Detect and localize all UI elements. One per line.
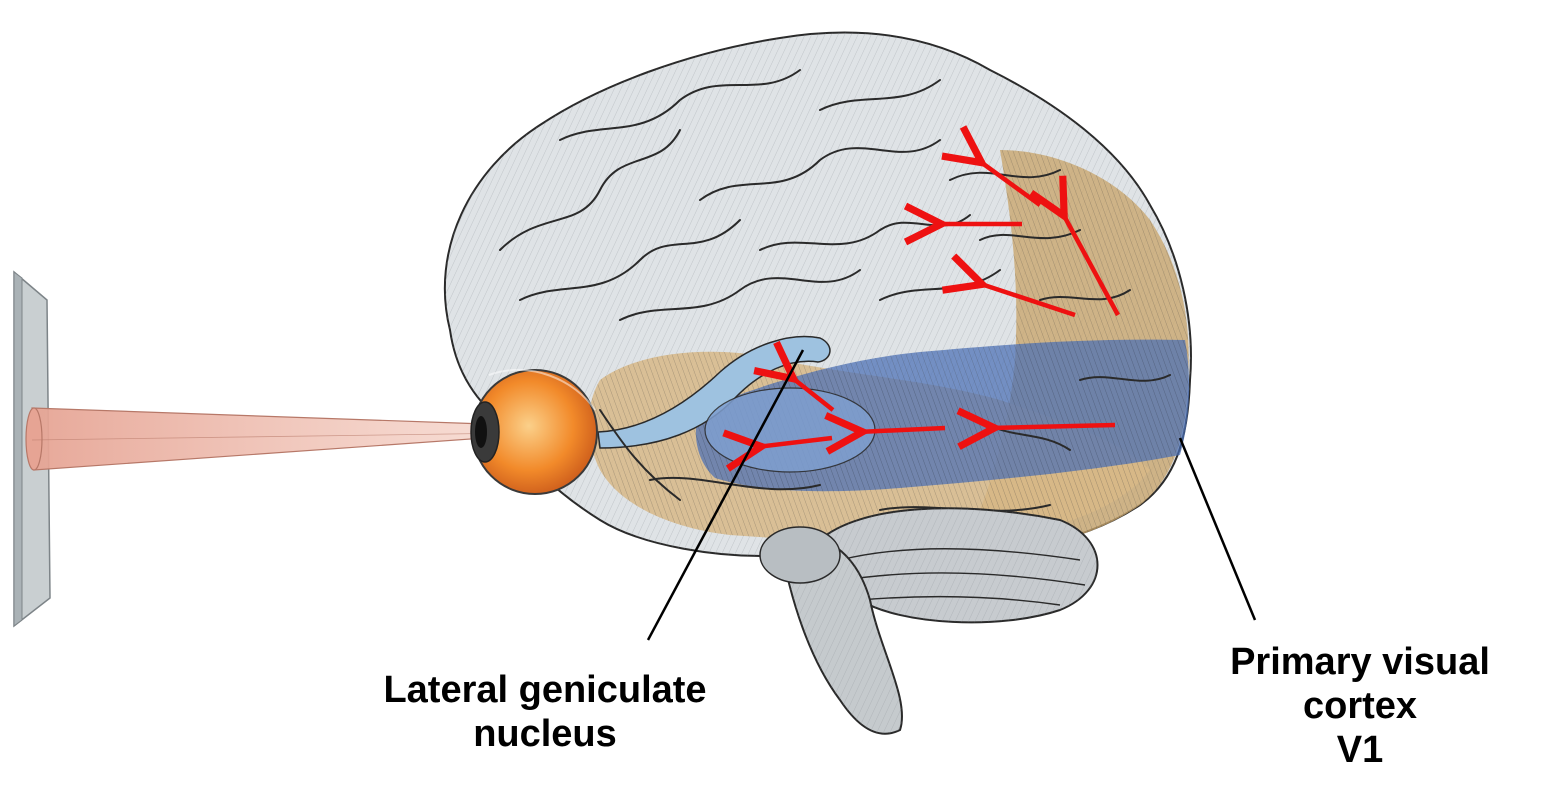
v1-label: Primary visual cortex V1 xyxy=(1180,640,1540,772)
lgn-label: Lateral geniculate nucleus xyxy=(300,668,790,756)
v1-label-line1: Primary visual xyxy=(1180,640,1540,684)
arrow-1 xyxy=(990,425,1115,428)
v1-label-line3: V1 xyxy=(1180,728,1540,772)
v1-pointer xyxy=(1180,438,1255,620)
v1-label-line2: cortex xyxy=(1180,684,1540,728)
lgn-label-line2: nucleus xyxy=(300,712,790,756)
lgn-label-line1: Lateral geniculate xyxy=(300,668,790,712)
eye-icon xyxy=(471,370,597,494)
